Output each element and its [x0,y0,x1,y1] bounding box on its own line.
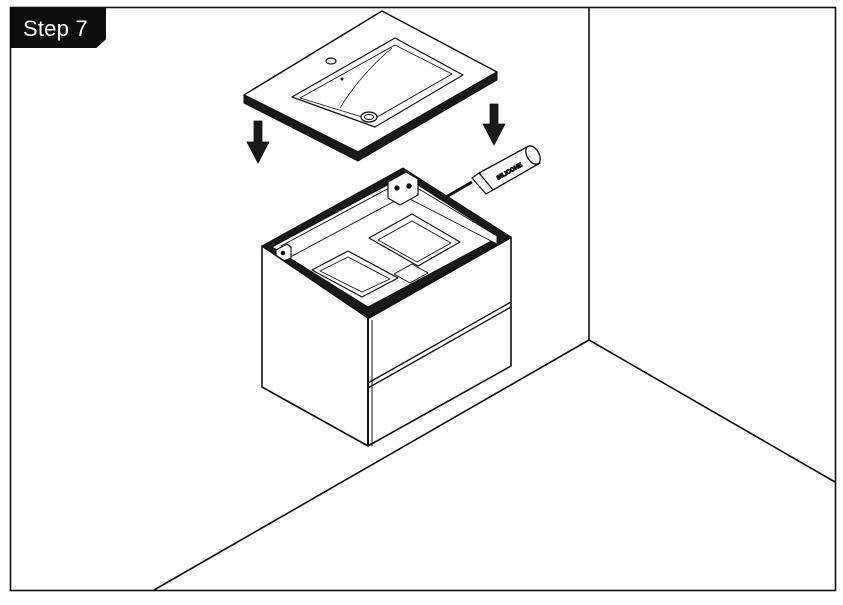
corner-bracket [387,171,419,206]
step-badge: Step 7 [10,8,106,48]
vanity-cabinet [261,167,512,447]
diagram-frame [9,6,837,592]
faucet-hole [325,57,337,65]
down-arrow-icon [246,120,270,164]
drain-hole [360,111,378,123]
down-arrow-icon [482,103,506,146]
room-walls [153,7,836,591]
sink-basin [243,10,498,162]
step-label: Step 7 [23,16,88,41]
silicone-tube-icon: SILICONE [445,145,541,199]
